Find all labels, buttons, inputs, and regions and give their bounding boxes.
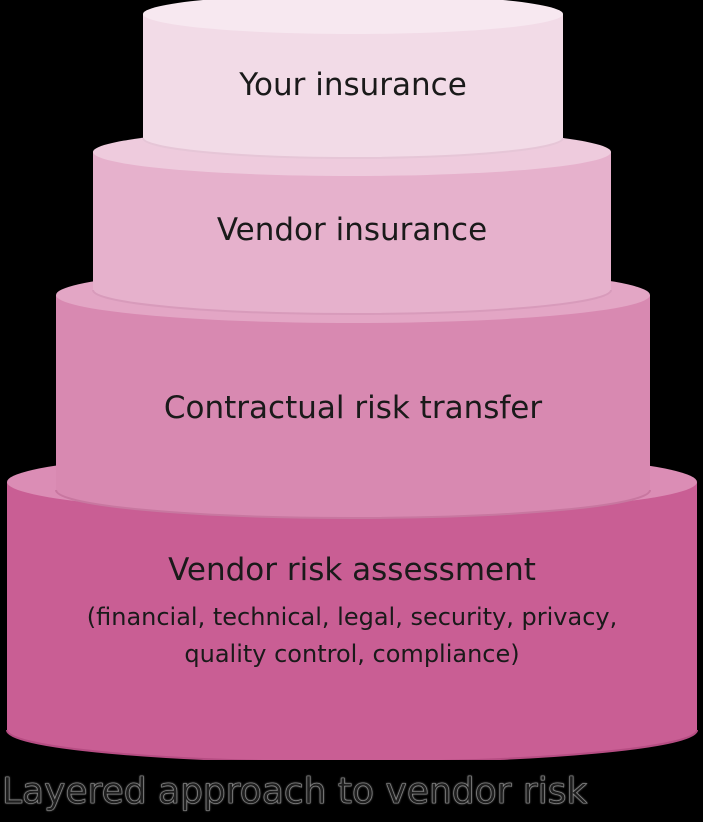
tier-body-contractual-risk-transfer (56, 295, 650, 518)
tier-your-insurance: Your insurance (142, 0, 564, 159)
tier-top-your-insurance (143, 0, 563, 34)
tier-label-vendor-risk-assessment: Vendor risk assessment (168, 552, 536, 588)
tier-bottom-edge-contractual-risk-transfer (55, 489, 651, 519)
tier-bottom-edge-vendor-risk-assessment (6, 729, 698, 760)
tier-label-vendor-insurance: Vendor insurance (217, 212, 487, 248)
tier-body-your-insurance (143, 14, 563, 158)
tier-sublabel-vendor-risk-assessment-1: (financial, technical, legal, security, … (87, 603, 617, 631)
layered-cake-diagram: Vendor risk assessment (financial, techni… (6, 0, 698, 760)
tier-bottom-edge-your-insurance (142, 137, 564, 159)
tier-body-vendor-risk-assessment (7, 482, 697, 760)
tier-label-your-insurance: Your insurance (238, 67, 467, 103)
diagram-caption: Layered approach to vendor risk (2, 771, 588, 813)
tier-label-contractual-risk-transfer: Contractual risk transfer (164, 390, 542, 426)
tier-bottom-edge-vendor-insurance (92, 289, 612, 315)
tier-sublabel-vendor-risk-assessment-2: quality control, compliance) (184, 640, 519, 668)
tier-body-vendor-insurance (93, 152, 611, 314)
